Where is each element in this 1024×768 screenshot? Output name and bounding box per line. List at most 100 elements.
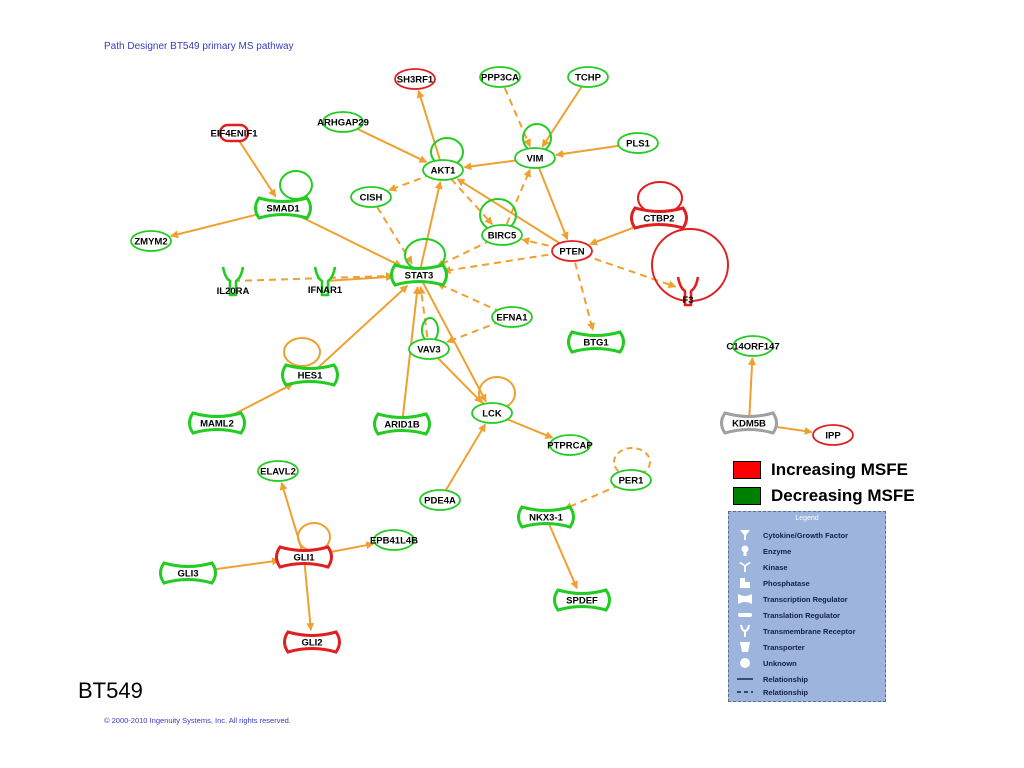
node-shape (373, 412, 431, 436)
node-HES1[interactable]: HES1 (281, 363, 339, 387)
node-label: F3 (682, 295, 693, 306)
node-CISH[interactable]: CISH (350, 186, 392, 208)
node-label: EPB41L4B (370, 536, 418, 547)
node-shape (281, 363, 339, 387)
node-GLI2[interactable]: GLI2 (283, 630, 341, 654)
node-EIF4ENIF1[interactable]: EIF4ENIF1 (211, 123, 259, 143)
node-label: PPP3CA (481, 73, 519, 84)
node-AKT1[interactable]: AKT1 (422, 159, 464, 181)
node-label: VAV3 (417, 345, 440, 356)
node-PPP3CA[interactable]: PPP3CA (479, 66, 521, 88)
node-shape (567, 66, 609, 88)
node-ARID1B[interactable]: ARID1B (373, 412, 431, 436)
node-F3[interactable]: F3 (676, 276, 700, 307)
self-loop-HES1 (283, 337, 321, 367)
node-GLI1[interactable]: GLI1 (275, 545, 333, 569)
node-IFNAR1[interactable]: IFNAR1 (308, 266, 343, 297)
edge-PTEN-to-STAT3 (442, 250, 573, 275)
node-ARHGAP29[interactable]: ARHGAP29 (317, 111, 369, 133)
node-shape (517, 505, 575, 529)
self-loop-SMAD1 (279, 170, 313, 200)
legend-label: Transporter (763, 642, 805, 652)
node-EPB41L4B[interactable]: EPB41L4B (370, 529, 418, 551)
node-TCHP[interactable]: TCHP (567, 66, 609, 88)
edge-STAT3-to-AKT1 (418, 180, 443, 276)
node-label: IPP (825, 431, 841, 442)
node-IL20RA[interactable]: IL20RA (217, 266, 250, 297)
copyright-notice: © 2000-2010 Ingenuity Systems, Inc. All … (104, 716, 291, 725)
node-label: SMAD1 (266, 204, 300, 215)
node-EFNA1[interactable]: EFNA1 (491, 306, 533, 328)
edge-PPP3CA-to-VIM (499, 76, 531, 148)
dashed-line-icon (737, 691, 753, 693)
node-VIM[interactable]: VIM (514, 147, 556, 169)
node-ZMYM2[interactable]: ZMYM2 (130, 230, 172, 252)
node-shape (567, 330, 625, 354)
phosphatase-icon (740, 578, 750, 588)
node-shape (720, 411, 778, 435)
legend-label: Relationship (763, 687, 809, 697)
node-MAML2[interactable]: MAML2 (188, 411, 246, 435)
node-shape (159, 561, 217, 585)
node-shape (422, 159, 464, 181)
node-PDE4A[interactable]: PDE4A (419, 489, 461, 511)
node-BTG1[interactable]: BTG1 (567, 330, 625, 354)
node-STAT3[interactable]: STAT3 (390, 263, 448, 287)
node-SH3RF1[interactable]: SH3RF1 (394, 68, 436, 90)
legend-row-phosphatase: Phosphatase (737, 577, 810, 589)
self-loop-layer (279, 123, 729, 552)
legend-row-cytokine: Cytokine/Growth Factor (737, 529, 848, 541)
node-label: STAT3 (405, 271, 434, 282)
node-CTBP2[interactable]: CTBP2 (630, 206, 688, 230)
node-PTEN[interactable]: PTEN (551, 240, 593, 262)
decreasing-msfe-key: Decreasing MSFE (733, 486, 915, 506)
node-label: IFNAR1 (308, 285, 343, 296)
node-label: NKX3-1 (529, 513, 564, 524)
legend-panel: Legend Cytokine/Growth Factor Enzyme Kin… (728, 511, 886, 702)
node-shape (373, 529, 415, 551)
node-label: PLS1 (626, 139, 650, 150)
node-shape (275, 545, 333, 569)
node-LCK[interactable]: LCK (471, 402, 513, 424)
node-label: EFNA1 (496, 313, 528, 324)
edge-IL20RA-to-STAT3 (232, 272, 395, 282)
node-label: PER1 (619, 476, 645, 487)
node-SMAD1[interactable]: SMAD1 (254, 196, 312, 220)
legend-row-transmembrane-receptor: Transmembrane Receptor (737, 625, 856, 637)
kinase-icon (739, 562, 751, 572)
node-VAV3[interactable]: VAV3 (408, 338, 450, 360)
node-shape (471, 402, 513, 424)
node-label: SPDEF (566, 596, 598, 607)
node-PTPRCAP[interactable]: PTPRCAP (547, 434, 593, 456)
node-label: LCK (482, 409, 502, 420)
node-label: GLI1 (293, 553, 315, 564)
edge-PDE4A-to-LCK (439, 423, 487, 501)
node-KDM5B[interactable]: KDM5B (720, 411, 778, 435)
node-label: PTPRCAP (547, 441, 593, 452)
node-PLS1[interactable]: PLS1 (617, 132, 659, 154)
node-BIRC5[interactable]: BIRC5 (481, 224, 523, 246)
legend-row-solid-relationship: Relationship (737, 673, 808, 685)
node-label: MAML2 (200, 419, 234, 430)
node-C14ORF147[interactable]: C14ORF147 (726, 335, 780, 357)
node-shape (549, 434, 591, 456)
legend-row-enzyme: Enzyme (737, 545, 791, 557)
node-ELAVL2[interactable]: ELAVL2 (257, 460, 299, 482)
node-NKX3-1[interactable]: NKX3-1 (517, 505, 575, 529)
node-shape (481, 224, 523, 246)
legend-row-transporter: Transporter (737, 641, 805, 653)
node-GLI3[interactable]: GLI3 (159, 561, 217, 585)
node-SPDEF[interactable]: SPDEF (553, 588, 611, 612)
node-PER1[interactable]: PER1 (610, 469, 652, 491)
solid-line-icon (737, 678, 753, 680)
node-shape (491, 306, 533, 328)
node-shape (221, 266, 245, 297)
legend-label: Transcription Regulator (763, 594, 848, 604)
node-shape (390, 263, 448, 287)
node-label: KDM5B (732, 419, 766, 430)
node-shape (553, 588, 611, 612)
legend-row-transcription-regulator: Transcription Regulator (737, 593, 848, 605)
legend-label: Relationship (763, 674, 809, 684)
node-IPP[interactable]: IPP (812, 424, 854, 446)
